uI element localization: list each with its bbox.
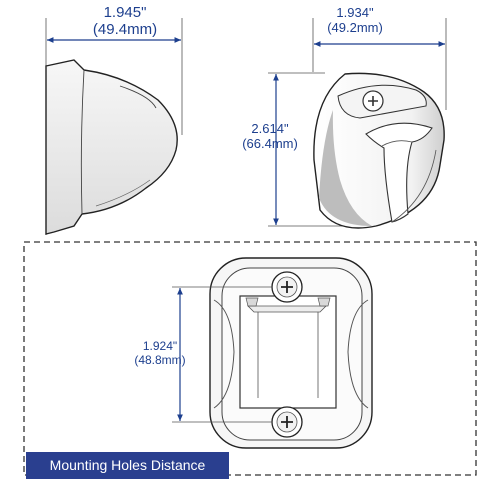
side-profile-outline [45,59,178,235]
side-profile-lower-edge [95,179,151,207]
screw-cross-icon [281,416,293,428]
front-view-mounting-plate [172,257,373,449]
mounting-detail-frame [23,241,477,476]
side-view-left [45,18,183,235]
dimension-label-mounting-holes: 1.924" (48.8mm) [122,339,198,368]
dimension-metric: (66.4mm) [242,135,298,151]
holder-shell-shading [319,110,372,226]
holder-screw-cross-icon [368,96,378,106]
mounting-screw-bottom [271,406,303,438]
plate-cradle-top-tab-right [317,297,331,307]
holder-cradle-opening [365,122,433,223]
dimension-imperial: 2.614" [251,121,289,136]
dimension-imperial: 1.924" [142,339,178,353]
plate-left-wing [213,299,235,409]
dimension-metric: (49.2mm) [327,19,383,35]
dimension-metric: (49.4mm) [92,21,158,39]
dimension-label-width-left: 1.945" (49.4mm) [60,4,190,39]
side-profile-inner-edge [80,69,85,215]
dimension-imperial: 1.934" [336,5,374,20]
mounting-screw-top [271,271,303,303]
caption-mounting-holes: Mounting Holes Distance [26,452,229,479]
screw-cross-icon [281,281,293,293]
dimension-imperial: 1.945" [103,4,147,21]
plate-right-wing [347,299,369,409]
perspective-view-right [268,18,447,229]
holder-right-edge [391,149,437,223]
plate-cradle-top-tab-left [245,297,259,307]
dimension-label-width-right: 1.934" (49.2mm) [300,5,410,36]
plate-cradle-frame [239,295,337,409]
dimension-metric: (48.8mm) [134,352,186,367]
plate-cradle-bevel [247,305,327,313]
holder-cradle-inner-line [381,140,413,147]
dimension-label-height: 2.614" (66.4mm) [230,121,310,152]
side-profile-crest [119,85,157,109]
